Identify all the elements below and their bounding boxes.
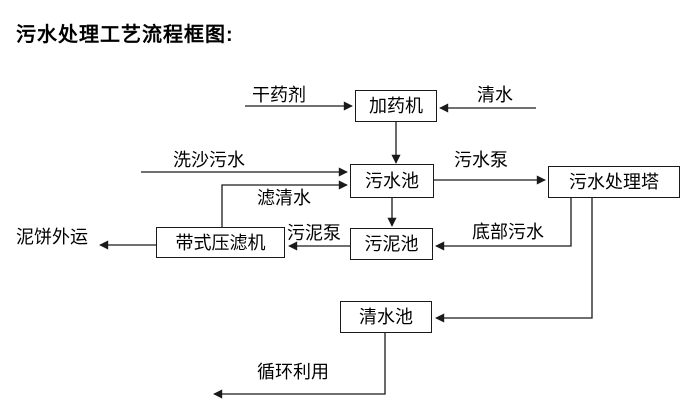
edge-clear-water-pool-recycle [213,333,386,399]
node-dosing-machine: 加药机 [355,90,437,122]
label-sludge-pump: 污泥泵 [287,223,341,243]
node-treatment-tower: 污水处理塔 [548,166,680,198]
label-dry-chemical: 干药剂 [252,85,306,105]
edge-filtered-water-press-to-sewage-pool [221,180,348,227]
node-belt-filter-press: 带式压滤机 [156,227,285,258]
node-sewage-pool: 污水池 [350,164,434,198]
edge-bottom-sewage-tower-to-sludge-pool [435,198,572,251]
label-recycle-use: 循环利用 [257,362,329,382]
node-clear-water-pool: 清水池 [340,301,432,333]
label-sand-washing-sewage: 洗沙污水 [173,150,245,170]
label-clean-water: 清水 [477,85,513,105]
diagram-title: 污水处理工艺流程框图: [16,24,234,46]
label-bottom-sewage: 底部污水 [472,222,544,242]
node-sludge-pool: 污泥池 [350,228,433,260]
edge-tower-to-clear-water-pool [435,198,593,323]
label-filtered-water: 滤清水 [257,188,311,208]
label-mud-cake-out: 泥饼外运 [16,227,88,247]
label-sewage-pump: 污水泵 [454,150,508,170]
